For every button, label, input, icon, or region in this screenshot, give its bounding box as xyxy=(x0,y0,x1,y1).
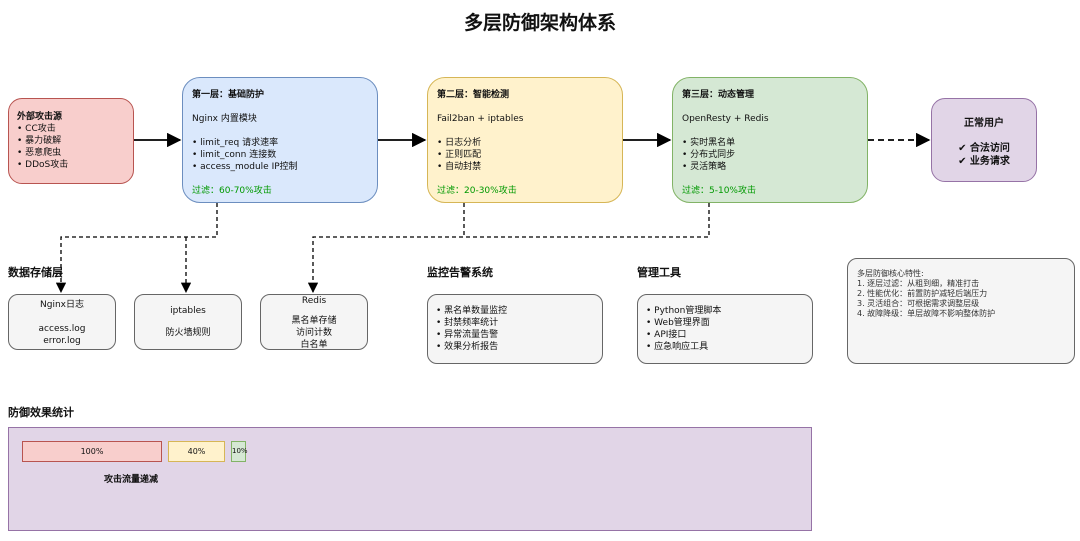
layer1-item: • limit_conn 连接数 xyxy=(192,150,277,160)
monitor-item: • 封禁频率统计 xyxy=(436,318,499,328)
layer3-item: • 实时黑名单 xyxy=(682,138,736,148)
redis-box: Redis 黑名单存储 访问计数 白名单 xyxy=(260,294,368,350)
nginx-log-box: Nginx日志 access.log error.log xyxy=(8,294,116,350)
stat-bar-100: 100% xyxy=(22,441,162,462)
iptables-box: iptables 防火墙规则 xyxy=(134,294,242,350)
attack-source-box: 外部攻击源 • CC攻击 • 暴力破解 • 恶意爬虫 • DDoS攻击 xyxy=(8,98,134,184)
normal-user-box: 正常用户 ✔ 合法访问 ✔ 业务请求 xyxy=(931,98,1037,182)
nginx-log-file: error.log xyxy=(43,336,81,346)
layer1-filter-rate: 过滤：60-70%攻击 xyxy=(192,186,272,196)
link-layer3-to-redis xyxy=(464,203,710,238)
tools-item: • Web管理界面 xyxy=(646,318,710,328)
core-feature-item: 4. 故障降级：单层故障不影响整体防护 xyxy=(857,309,996,318)
iptables-title: iptables xyxy=(170,306,206,316)
layer3-filter-rate: 过滤：5-10%攻击 xyxy=(682,186,756,196)
core-features-title: 多层防御核心特性: xyxy=(857,269,924,278)
tools-heading: 管理工具 xyxy=(637,266,681,279)
link-layer2-to-redis xyxy=(307,203,465,294)
stat-bar-10: 10% xyxy=(231,441,248,462)
layer2-subtitle: Fail2ban + iptables xyxy=(437,114,524,124)
user-item: ✔ 合法访问 xyxy=(958,143,1010,154)
layer3-box: 第三层：动态管理 OpenResty + Redis • 实时黑名单 • 分布式… xyxy=(672,77,868,203)
attack-item: • 恶意爬虫 xyxy=(17,148,62,158)
core-feature-item: 1. 逐层过滤：从粗到细，精准打击 xyxy=(857,279,980,288)
layer2-filter-rate: 过滤：20-30%攻击 xyxy=(437,186,517,196)
layer3-item: • 分布式同步 xyxy=(682,150,736,160)
page-title: 多层防御架构体系 xyxy=(463,12,616,34)
nginx-log-file: access.log xyxy=(38,324,86,334)
attack-item: • DDoS攻击 xyxy=(17,160,69,170)
monitor-box: • 黑名单数量监控 • 封禁频率统计 • 异常流量告警 • 效果分析报告 xyxy=(427,294,603,364)
layer2-title: 第二层：智能检测 xyxy=(437,90,510,100)
tools-box: • Python管理脚本 • Web管理界面 • API接口 • 应急响应工具 xyxy=(637,294,813,364)
stat-bar-40: 40% xyxy=(168,441,225,462)
layer1-item: • limit_req 请求速率 xyxy=(192,138,279,148)
layer2-item: • 日志分析 xyxy=(437,138,482,148)
stats-heading: 防御效果统计 xyxy=(8,406,74,419)
monitor-item: • 异常流量告警 xyxy=(436,330,499,340)
attack-item: • CC攻击 xyxy=(17,124,56,134)
core-feature-item: 2. 性能优化：前置防护减轻后端压力 xyxy=(857,289,988,298)
attack-item: • 暴力破解 xyxy=(17,136,62,146)
layer1-title: 第一层：基础防护 xyxy=(192,90,265,100)
normal-user-title: 正常用户 xyxy=(964,118,1004,129)
layer1-item: • access_module IP控制 xyxy=(192,162,298,172)
storage-heading: 数据存储层 xyxy=(8,266,63,279)
layer1-subtitle: Nginx 内置模块 xyxy=(192,114,257,124)
tools-item: • API接口 xyxy=(646,330,687,340)
redis-title: Redis xyxy=(301,296,327,306)
layer1-box: 第一层：基础防护 Nginx 内置模块 • limit_req 请求速率 • l… xyxy=(182,77,378,203)
redis-item: 黑名单存储 xyxy=(291,316,337,326)
storage-links xyxy=(55,203,710,294)
monitor-heading: 监控告警系统 xyxy=(427,266,493,279)
monitor-item: • 黑名单数量监控 xyxy=(436,306,508,316)
monitor-item: • 效果分析报告 xyxy=(436,342,499,352)
iptables-rules: 防火墙规则 xyxy=(165,328,211,338)
tools-item: • 应急响应工具 xyxy=(646,342,709,352)
user-item: ✔ 业务请求 xyxy=(958,156,1010,167)
layer2-box: 第二层：智能检测 Fail2ban + iptables • 日志分析 • 正则… xyxy=(427,77,623,203)
layer3-title: 第三层：动态管理 xyxy=(682,90,755,100)
core-feature-item: 3. 灵活组合：可根据需求调整层级 xyxy=(857,299,980,308)
layer3-item: • 灵活策略 xyxy=(682,162,727,172)
tools-item: • Python管理脚本 xyxy=(646,306,722,316)
nginx-log-title: Nginx日志 xyxy=(40,300,84,310)
layer2-item: • 自动封禁 xyxy=(437,162,482,172)
attack-source-title: 外部攻击源 xyxy=(17,112,63,122)
redis-item: 访问计数 xyxy=(295,328,332,338)
core-features-note: 多层防御核心特性: 1. 逐层过滤：从粗到细，精准打击 2. 性能优化：前置防护… xyxy=(847,258,1075,364)
link-layer1-to-nginx-log xyxy=(55,203,218,294)
redis-item: 白名单 xyxy=(300,340,328,350)
stats-caption: 攻击流量递减 xyxy=(104,475,159,485)
layer3-subtitle: OpenResty + Redis xyxy=(682,114,769,124)
layer2-item: • 正则匹配 xyxy=(437,150,482,160)
